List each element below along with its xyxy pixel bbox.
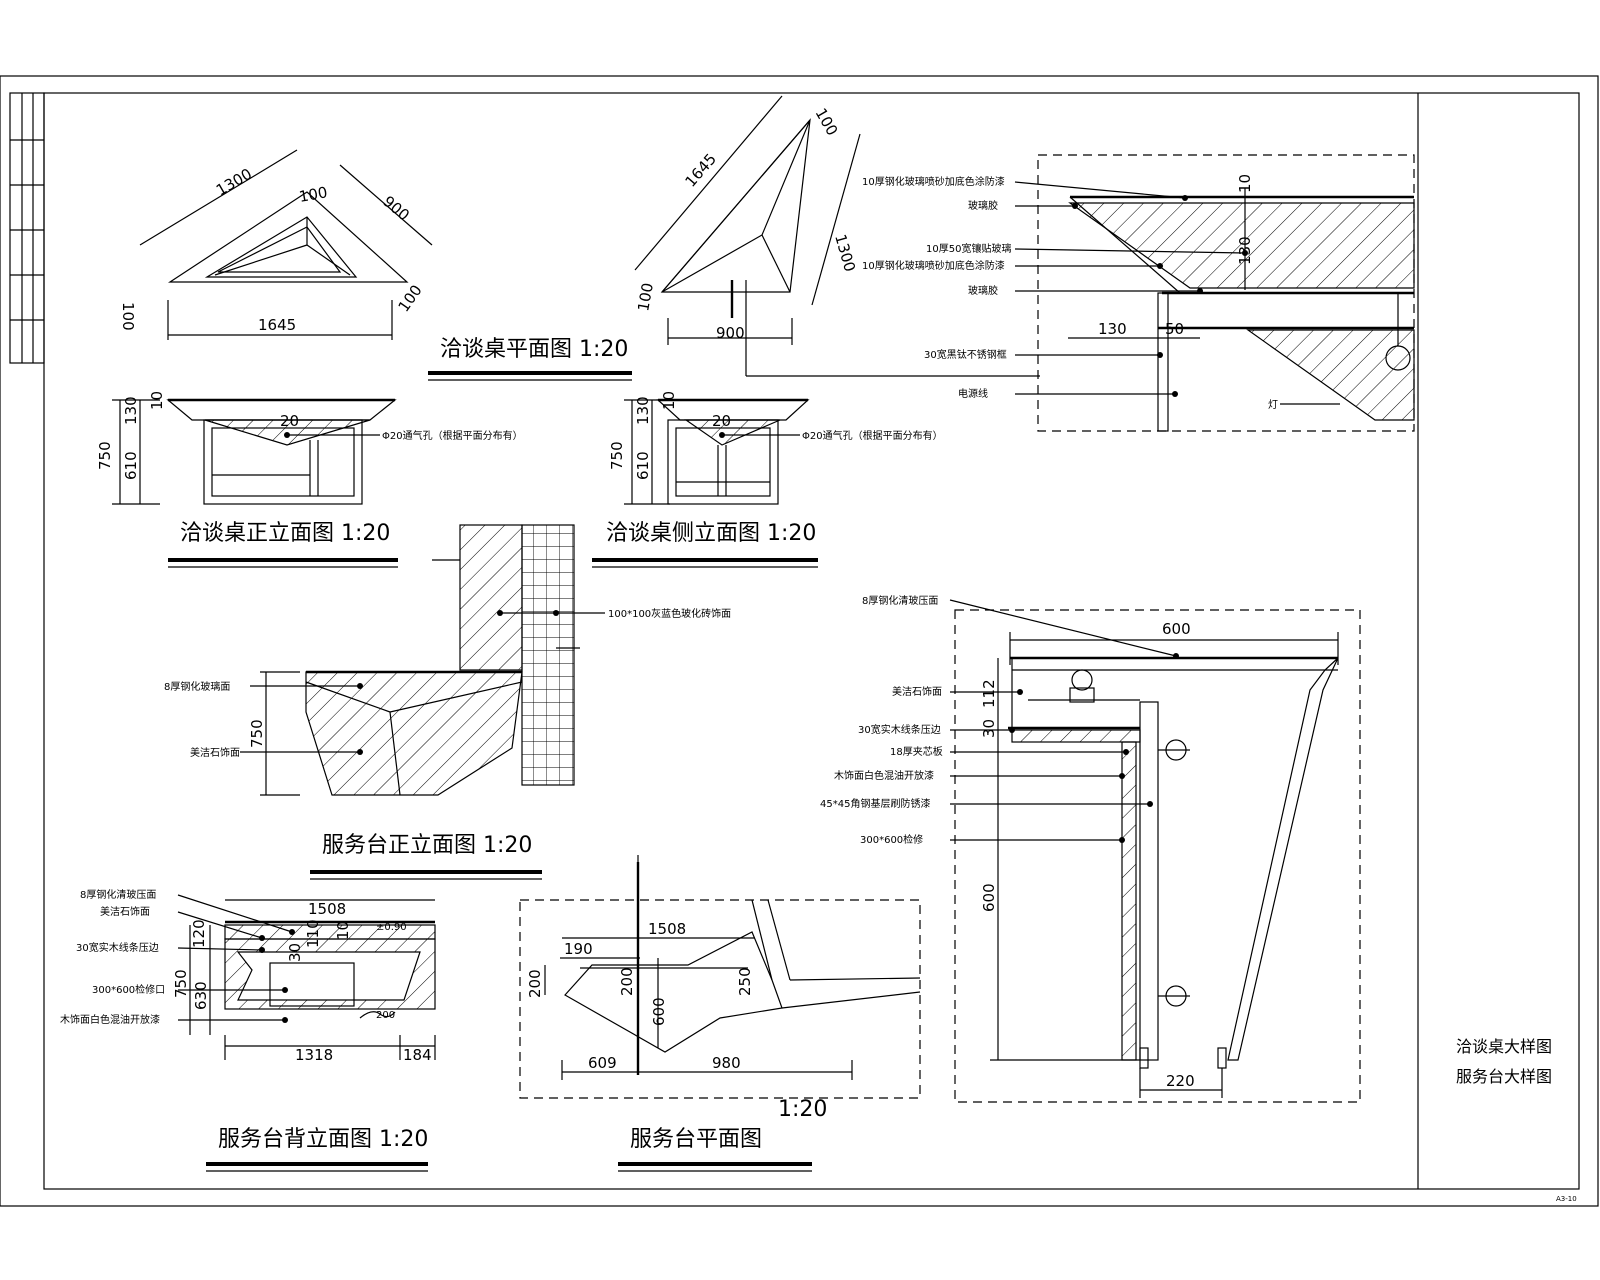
sheet-title-line2: 服务台大样图 — [1456, 1067, 1552, 1086]
sheet-border — [0, 75, 1599, 1207]
table-plan-dim-1645-b: 1645 — [681, 150, 720, 191]
table-front-elevation: 750 610 130 10 20 Φ20通气孔（根据平面分布有） 洽谈桌正立面… — [96, 391, 523, 568]
counter-back-dim-10: 10 — [334, 921, 352, 940]
table-detail-leaders — [745, 181, 1340, 405]
counter-section-dim-30: 30 — [980, 719, 998, 738]
table-plan-dim-900: 900 — [379, 192, 413, 224]
counter-section-note-7: 300*600检修 — [860, 833, 923, 846]
counter-front-note-1: 100*100灰蓝色玻化砖饰面 — [608, 607, 731, 620]
table-side-dim-610: 610 — [634, 451, 652, 480]
counter-back-dim-120: 120 — [190, 919, 208, 948]
counter-section-note-3: 30宽实木线条压边 — [858, 723, 941, 736]
counter-back-dim-184: 184 — [403, 1046, 432, 1064]
counter-back-dim-110: 110 — [304, 919, 322, 948]
counter-back-dim-30: 30 — [286, 943, 304, 962]
counter-section-note-4: 18厚夹芯板 — [890, 745, 943, 758]
counter-back-note-5: 木饰面白色混油开放漆 — [60, 1013, 160, 1026]
table-front-dim-130: 130 — [122, 396, 140, 425]
table-detail-note-7: 电源线 — [958, 387, 988, 400]
counter-section-dim-600-side: 600 — [980, 883, 998, 912]
counter-plan-dim-190: 190 — [564, 940, 593, 958]
table-detail-note-2: 玻璃胶 — [968, 199, 998, 212]
counter-front-elevation: 750 100*100灰蓝色玻化砖饰面 8厚钢化玻璃面 美洁石饰面 服务台正立面… — [164, 524, 731, 880]
table-plan-dim-1300: 1300 — [213, 165, 255, 200]
counter-back-dim-750: 750 — [172, 969, 190, 998]
counter-back-dim-630: 630 — [192, 981, 210, 1010]
table-plan-dim-100-b: 100 — [812, 105, 842, 139]
counter-section-dim-112: 112 — [980, 679, 998, 708]
counter-plan-dim-200-b: 200 — [618, 967, 636, 996]
counter-front-note-2: 8厚钢化玻璃面 — [164, 680, 230, 693]
table-side-dim-750: 750 — [608, 441, 626, 470]
table-side-note: Φ20通气孔（根据平面分布有） — [802, 429, 943, 442]
counter-plan-dim-1508: 1508 — [648, 920, 686, 938]
table-detail-note-5: 玻璃胶 — [968, 284, 998, 297]
counter-back-title: 服务台背立面图 1:20 — [218, 1127, 428, 1152]
table-side-dim-130: 130 — [634, 396, 652, 425]
counter-section-dim-600-top: 600 — [1162, 620, 1191, 638]
table-front-title: 洽谈桌正立面图 1:20 — [180, 521, 390, 546]
counter-plan-title: 服务台平面图 — [630, 1127, 762, 1152]
table-front-dim-750: 750 — [96, 441, 114, 470]
table-front-dim-20: 20 — [280, 412, 299, 430]
counter-plan-dim-200-a: 200 — [526, 969, 544, 998]
table-plan-title: 洽谈桌平面图 1:20 — [440, 337, 628, 362]
table-detail-note-8: 灯 — [1268, 399, 1278, 411]
table-plan-dim-100-c: 100 — [634, 281, 657, 312]
counter-plan-scale: 1:20 — [778, 1097, 827, 1122]
counter-section-dim-220: 220 — [1166, 1072, 1195, 1090]
table-front-dim-610: 610 — [122, 451, 140, 480]
counter-back-dim-level: ±0.90 — [376, 922, 407, 933]
sheet-number: A3-10 — [1556, 1195, 1577, 1203]
counter-section-note-1: 8厚钢化清玻压面 — [862, 594, 938, 607]
table-plan-dim-900-b: 900 — [716, 324, 745, 342]
table-detail-note-6: 30宽黑钛不锈钢框 — [924, 348, 1007, 361]
counter-plan-dim-980: 980 — [712, 1054, 741, 1072]
table-plan-dim-100-left: 100 — [119, 302, 137, 331]
counter-back-dim-1508: 1508 — [308, 900, 346, 918]
table-detail-note-3: 10厚50宽镶贴玻璃 — [926, 242, 1011, 255]
counter-plan-dim-250: 250 — [736, 967, 754, 996]
counter-plan-dim-600: 600 — [650, 997, 668, 1026]
table-detail-note-1: 10厚钢化玻璃喷砂加底色涂防漆 — [862, 175, 1005, 188]
counter-section-view: 600 112 30 600 220 8厚钢化清玻压面 美洁石饰面 30宽实木线… — [820, 594, 1361, 1103]
counter-back-elevation: 1508 120 30 110 10 ±0.90 750 630 1318 18… — [60, 888, 436, 1172]
counter-front-title: 服务台正立面图 1:20 — [322, 833, 532, 858]
table-detail-dim-130-b: 130 — [1098, 320, 1127, 338]
table-plan-dim-1300-b: 1300 — [831, 232, 859, 274]
table-side-elevation: 750 610 130 10 20 Φ20通气孔（根据平面分布有） 洽谈桌侧立面… — [592, 391, 943, 568]
table-detail-dim-50: 50 — [1165, 320, 1184, 338]
table-detail-dim-10: 10 — [1236, 174, 1254, 193]
counter-back-note-4: 300*600检修口 — [92, 983, 165, 996]
table-side-dim-20: 20 — [712, 412, 731, 430]
table-detail-section: 10 130 130 50 10厚钢化玻璃喷砂加底色涂防漆 玻璃胶 10厚50宽… — [745, 154, 1415, 432]
sheet-title-line1: 洽谈桌大样图 — [1456, 1037, 1552, 1056]
counter-back-dim-1318: 1318 — [295, 1046, 333, 1064]
counter-back-dim-200: 200 — [376, 1010, 395, 1021]
counter-plan-view: 1508 190 200 200 600 250 609 980 1:20 服务… — [519, 855, 921, 1172]
table-front-note: Φ20通气孔（根据平面分布有） — [382, 429, 523, 442]
counter-section-note-2: 美洁石饰面 — [892, 685, 942, 698]
table-plan-dim-1645: 1645 — [258, 316, 296, 334]
counter-back-note-3: 30宽实木线条压边 — [76, 941, 159, 954]
table-plan-view: 1300 900 100 100 100 1645 1645 1300 100 … — [119, 95, 861, 381]
counter-back-note-2: 美洁石饰面 — [100, 905, 150, 918]
counter-section-note-6: 45*45角钢基层刷防锈漆 — [820, 797, 930, 810]
counter-front-note-3: 美洁石饰面 — [190, 746, 240, 759]
table-plan-dim-100-top: 100 — [298, 183, 329, 206]
table-plan-dim-100-right: 100 — [395, 282, 426, 316]
counter-plan-dim-609: 609 — [588, 1054, 617, 1072]
table-side-title: 洽谈桌侧立面图 1:20 — [606, 521, 816, 546]
counter-front-dim-750: 750 — [248, 719, 266, 748]
table-front-dim-10: 10 — [148, 391, 166, 410]
table-side-dim-10: 10 — [660, 391, 678, 410]
counter-back-note-1: 8厚钢化清玻压面 — [80, 888, 156, 901]
table-detail-note-4: 10厚钢化玻璃喷砂加底色涂防漆 — [862, 259, 1005, 272]
counter-section-note-5: 木饰面白色混油开放漆 — [834, 769, 934, 782]
